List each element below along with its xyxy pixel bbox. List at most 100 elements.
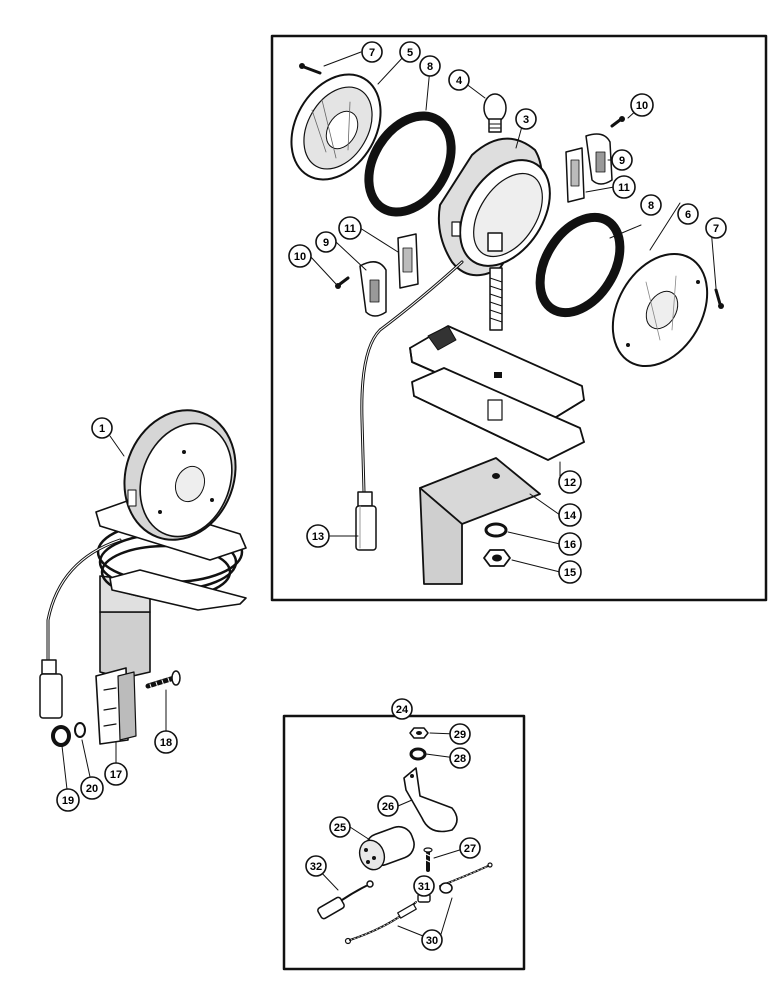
svg-text:24: 24 (396, 704, 409, 716)
assembled-lamp (39, 409, 247, 719)
callout-c11a: 11 (338, 216, 362, 240)
callout-c16: 16 (558, 532, 582, 556)
svg-text:8: 8 (648, 200, 654, 212)
callout-c4: 4 (448, 69, 470, 91)
callout-c13: 13 (306, 524, 330, 548)
callout-c25: 25 (329, 816, 351, 838)
svg-text:17: 17 (110, 769, 122, 781)
callout-c12: 12 (558, 470, 582, 494)
callout-c20: 20 (80, 776, 104, 800)
svg-text:26: 26 (382, 801, 394, 813)
svg-text:12: 12 (564, 477, 576, 489)
hex-nut (483, 549, 511, 567)
clip-left (397, 233, 419, 289)
callout-c28: 28 (449, 747, 471, 769)
wire-harness (344, 862, 493, 945)
svg-text:13: 13 (312, 531, 324, 543)
main-assembly-frame (270, 34, 768, 602)
lens-screw-top (299, 63, 322, 75)
spacer (51, 725, 71, 747)
cable-plug (355, 491, 377, 551)
mounting-stud (489, 267, 503, 331)
l-bracket (419, 457, 541, 585)
svg-text:18: 18 (160, 737, 172, 749)
svg-text:11: 11 (344, 223, 356, 235)
svg-text:1: 1 (99, 423, 105, 435)
svg-text:25: 25 (334, 822, 346, 834)
clamp-left (359, 261, 387, 317)
callout-c3: 3 (515, 108, 537, 130)
kit-washer (409, 747, 427, 761)
callout-c5: 5 (399, 41, 421, 63)
clip-right (565, 147, 585, 203)
svg-text:7: 7 (713, 223, 719, 235)
callout-c29: 29 (449, 723, 471, 745)
lens-screw-right (714, 288, 724, 309)
svg-text:4: 4 (456, 75, 463, 87)
mounting-plates (409, 325, 585, 461)
svg-text:20: 20 (86, 783, 98, 795)
callout-c26: 26 (377, 795, 399, 817)
callout-c18: 18 (154, 730, 178, 754)
svg-text:28: 28 (454, 753, 466, 765)
lens-gasket-right (535, 212, 625, 318)
svg-text:6: 6 (685, 209, 691, 221)
svg-text:7: 7 (369, 47, 375, 59)
svg-text:19: 19 (62, 795, 74, 807)
clamp-right (585, 133, 613, 185)
svg-text:32: 32 (310, 861, 322, 873)
callout-c15: 15 (558, 560, 582, 584)
lamp-housing (437, 137, 551, 277)
svg-text:14: 14 (564, 510, 577, 522)
lamp-bulb (483, 93, 507, 133)
callout-c7b: 7 (705, 217, 727, 239)
svg-text:27: 27 (464, 843, 476, 855)
callout-c24: 24 (391, 698, 413, 720)
callout-c32: 32 (305, 855, 327, 877)
svg-text:5: 5 (407, 47, 413, 59)
callout-c10a: 10 (288, 244, 312, 268)
callout-c10b: 10 (630, 93, 654, 117)
connector-lead (317, 880, 374, 920)
flasher-bracket (403, 767, 458, 833)
hinge-bracket (95, 667, 137, 745)
front-lens (611, 252, 709, 368)
callout-c19: 19 (56, 788, 80, 812)
callout-c17: 17 (104, 762, 128, 786)
callout-c30: 30 (421, 929, 443, 951)
lens-gasket-top (364, 111, 456, 217)
svg-text:15: 15 (564, 567, 576, 579)
rear-lens (290, 73, 382, 181)
lock-washer (484, 522, 508, 538)
callout-c9b: 9 (611, 149, 633, 171)
svg-text:16: 16 (564, 539, 576, 551)
svg-text:11: 11 (618, 182, 630, 194)
callout-c7a: 7 (361, 41, 383, 63)
svg-text:3: 3 (523, 114, 529, 126)
svg-text:30: 30 (426, 935, 438, 947)
callout-c8a: 8 (419, 55, 441, 77)
svg-text:31: 31 (418, 881, 430, 893)
flat-washer (74, 722, 86, 738)
kit-nut (409, 727, 429, 739)
callout-c14: 14 (558, 503, 582, 527)
callout-c27: 27 (459, 837, 481, 859)
flasher-unit (358, 825, 415, 871)
callout-c8b: 8 (640, 194, 662, 216)
svg-text:9: 9 (619, 155, 625, 167)
callout-c1: 1 (91, 417, 113, 439)
callout-c9a: 9 (315, 231, 337, 253)
flasher-screw (423, 847, 433, 872)
clamp-screw-left (335, 276, 350, 289)
svg-text:10: 10 (294, 251, 306, 263)
hinge-bolt (145, 670, 181, 691)
svg-text:29: 29 (454, 729, 466, 741)
callout-c6: 6 (677, 203, 699, 225)
svg-text:9: 9 (323, 237, 329, 249)
svg-text:10: 10 (636, 100, 648, 112)
svg-text:8: 8 (427, 61, 433, 73)
callout-c11b: 11 (612, 175, 636, 199)
clamp-screw-right (610, 116, 625, 128)
